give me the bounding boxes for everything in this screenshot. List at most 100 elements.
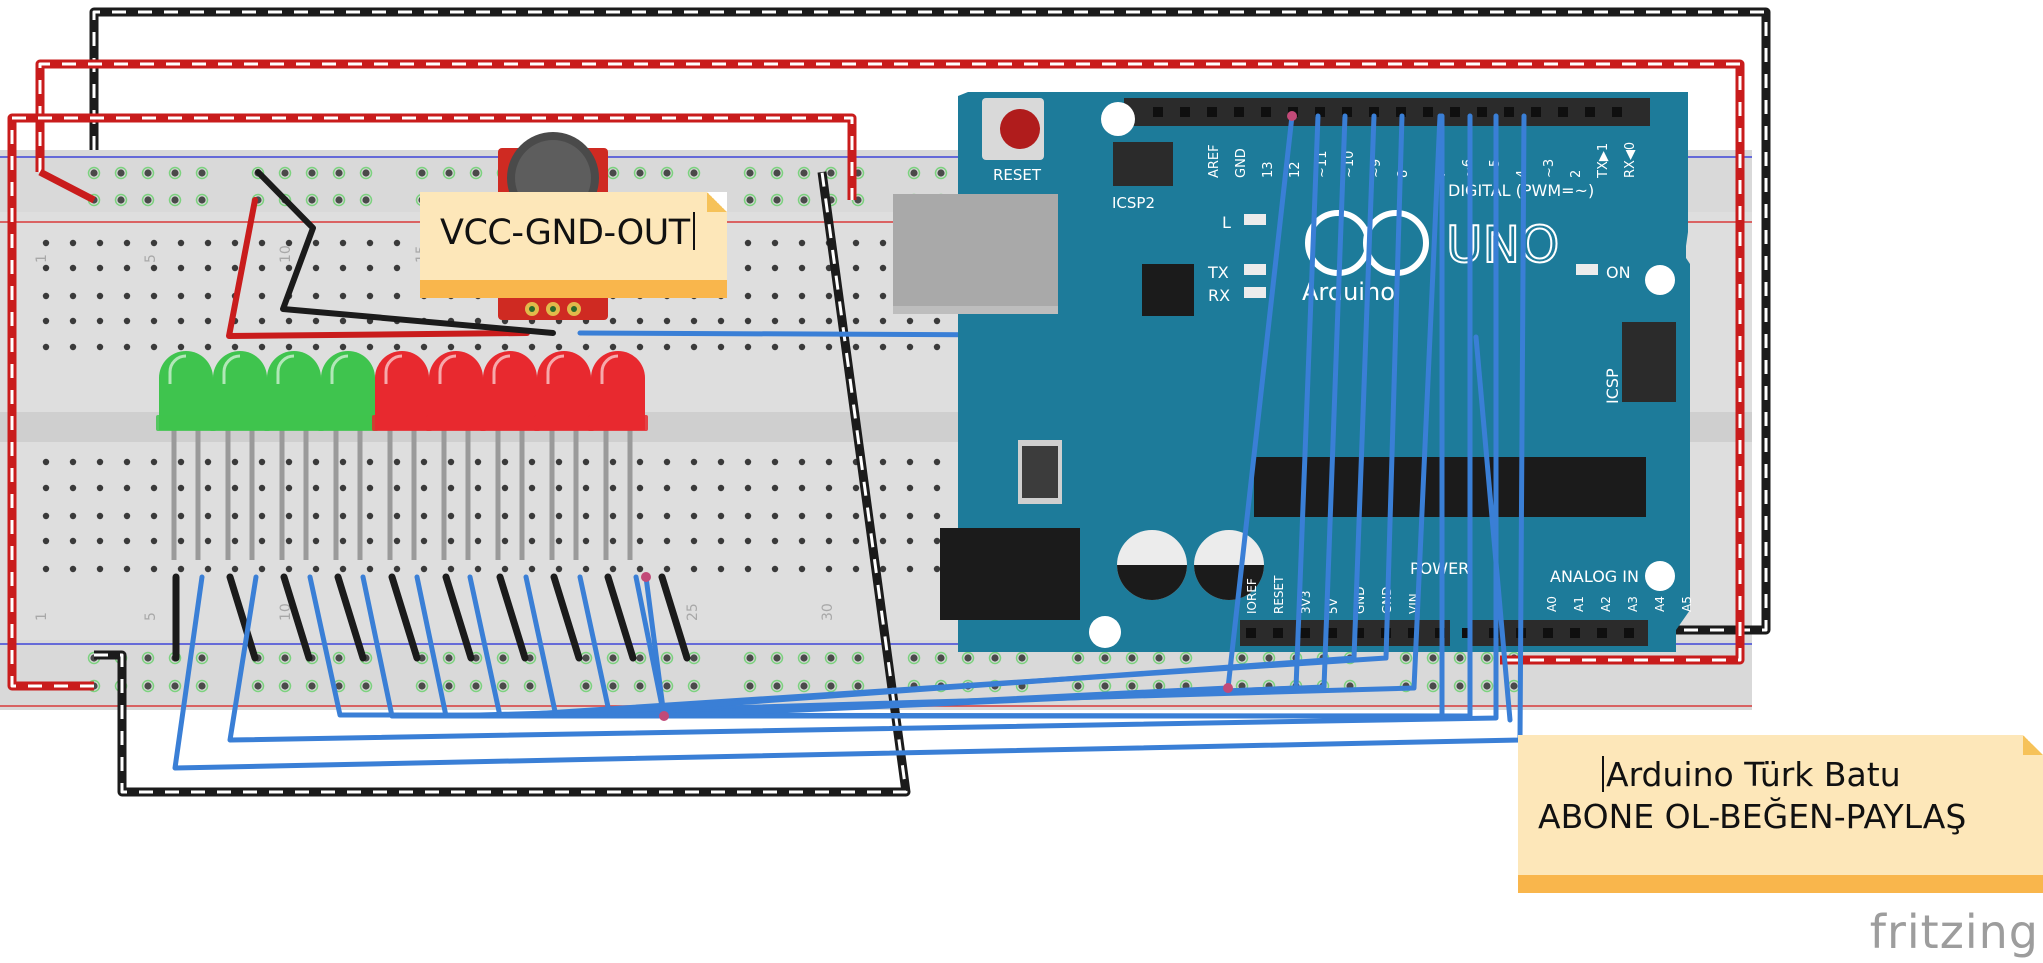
rail-hole-ring <box>87 166 101 180</box>
breadboard-hole <box>636 512 644 520</box>
green-led <box>156 351 216 560</box>
rail-hole-ring <box>251 166 265 180</box>
arduino-uno-board: RESET ICSP2 L TX RX ON Arduino UNO DIGIT… <box>893 92 1694 652</box>
rail-hole <box>526 654 534 662</box>
rail-hole <box>827 682 835 690</box>
led-tx-label: TX <box>1207 263 1229 282</box>
breadboard-hole <box>42 343 50 351</box>
header-pin <box>1246 628 1256 638</box>
header-pin <box>1462 628 1472 638</box>
wire-endpoints <box>641 111 1297 721</box>
rail-hole <box>582 682 590 690</box>
rail-hole-ring <box>415 679 429 693</box>
breadboard-hole <box>366 512 374 520</box>
breadboard-hole <box>663 458 671 466</box>
rail-hole <box>800 654 808 662</box>
rail-hole <box>308 196 316 204</box>
rail-hole <box>964 654 972 662</box>
breadboard-hole <box>906 512 914 520</box>
breadboard-hole <box>150 292 158 300</box>
breadboard-hole <box>123 565 131 573</box>
col-number: 5 <box>143 612 159 621</box>
mounting-hole <box>1089 616 1121 648</box>
pin-label: ~3 <box>1542 159 1557 178</box>
breadboard-hole <box>96 239 104 247</box>
breadboard-hole <box>231 537 239 545</box>
breadboard-hole <box>285 317 293 325</box>
breadboard-hole <box>744 512 752 520</box>
rail-hole-ring <box>579 679 593 693</box>
rail-hole <box>609 682 617 690</box>
rail-hole <box>827 169 835 177</box>
note-channel[interactable]: Arduino Türk Batu ABONE OL-BEĞEN-PAYLAŞ <box>1518 735 2043 893</box>
breadboard-hole <box>933 537 941 545</box>
breadboard-hole <box>285 458 293 466</box>
breadboard-hole <box>312 343 320 351</box>
rail-hole-ring <box>934 651 948 665</box>
rail-hole <box>690 682 698 690</box>
breadboard-hole <box>42 484 50 492</box>
text-caret <box>1602 756 1604 792</box>
rail-hole-ring <box>633 166 647 180</box>
rail-hole-ring <box>687 166 701 180</box>
breadboard-hole <box>771 512 779 520</box>
breadboard-hole <box>285 264 293 272</box>
breadboard-hole <box>663 537 671 545</box>
rail-hole <box>1483 682 1491 690</box>
breadboard-hole <box>690 458 698 466</box>
breadboard-hole <box>69 264 77 272</box>
breadboard-hole <box>339 565 347 573</box>
breadboard-hole <box>96 343 104 351</box>
ground-jumper-wire <box>388 573 421 662</box>
pin-label: RX◀0 <box>1623 142 1638 178</box>
breadboard-hole <box>690 484 698 492</box>
breadboard-hole <box>663 317 671 325</box>
rail-hole <box>1456 654 1464 662</box>
pin-label: A4 <box>1653 596 1667 612</box>
breadboard-hole <box>150 343 158 351</box>
rail-hole <box>690 169 698 177</box>
note-vcc-gnd-out[interactable]: VCC-GND-OUT <box>420 192 727 298</box>
breadboard-hole <box>204 458 212 466</box>
rail-hole-ring <box>743 166 757 180</box>
header-pin <box>1327 628 1337 638</box>
breadboard-hole <box>150 484 158 492</box>
breadboard-hole <box>312 484 320 492</box>
breadboard-hole <box>555 512 563 520</box>
breadboard-hole <box>258 292 266 300</box>
breadboard-hole <box>96 458 104 466</box>
breadboard-hole <box>393 565 401 573</box>
rail-hole <box>800 196 808 204</box>
breadboard-hole <box>177 264 185 272</box>
rail-hole <box>1429 682 1437 690</box>
header-pin <box>1354 628 1364 638</box>
breadboard-hole <box>420 537 428 545</box>
rail-hole <box>198 654 206 662</box>
ground-jumper-wire <box>280 573 313 662</box>
rail-hole-ring <box>1098 679 1112 693</box>
rail-hole-ring <box>332 166 346 180</box>
breadboard-hole <box>339 343 347 351</box>
rail-hole-ring <box>770 679 784 693</box>
red-led <box>480 351 540 560</box>
breadboard-hole <box>447 565 455 573</box>
header-pin <box>1531 107 1541 117</box>
breadboard-hole <box>339 239 347 247</box>
breadboard-hole <box>312 458 320 466</box>
rail-hole <box>281 682 289 690</box>
breadboard-hole <box>366 343 374 351</box>
rail-hole-ring <box>195 679 209 693</box>
breadboard-hole <box>204 292 212 300</box>
rail-hole <box>499 682 507 690</box>
breadboard-hole <box>42 458 50 466</box>
rail-hole <box>663 654 671 662</box>
rail-hole-ring <box>743 651 757 665</box>
rail-hole <box>472 169 480 177</box>
pin-label: 2 <box>1569 170 1584 178</box>
breadboard-hole <box>879 458 887 466</box>
breadboard-hole <box>663 565 671 573</box>
breadboard-hole <box>447 484 455 492</box>
breadboard-hole <box>366 264 374 272</box>
rail-hole-ring <box>141 193 155 207</box>
rail-hole <box>171 682 179 690</box>
